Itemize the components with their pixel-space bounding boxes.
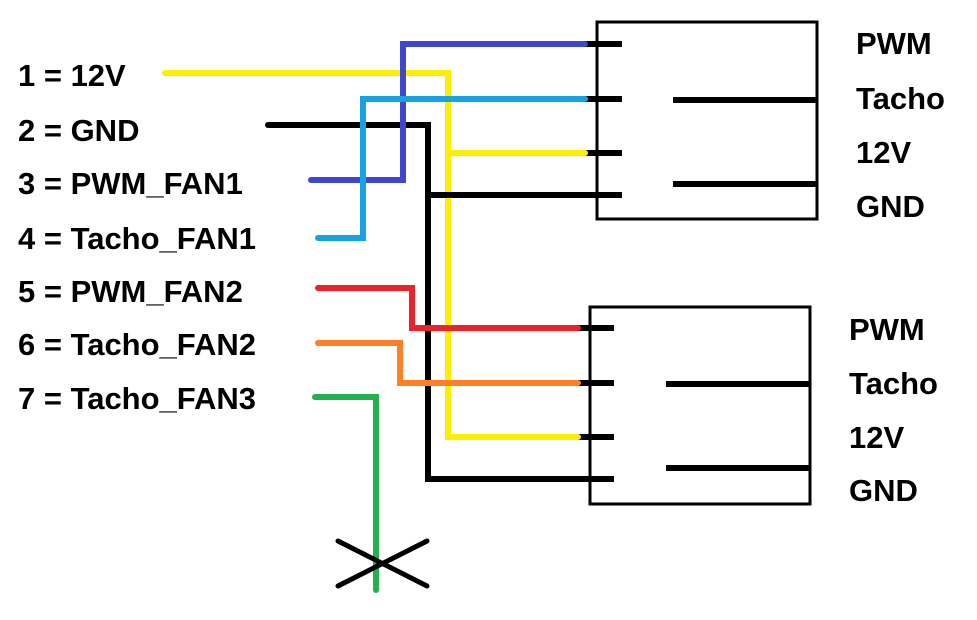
pin-label-1: 1 = 12V bbox=[18, 58, 126, 93]
connector-1-label-tacho: Tacho bbox=[856, 81, 945, 116]
connector-1-label-pwm: PWM bbox=[856, 26, 932, 61]
wire-pwm-fan2 bbox=[315, 285, 581, 331]
connector-2-label-gnd: GND bbox=[849, 473, 918, 508]
fan-connector-2-body bbox=[588, 305, 812, 506]
wire-tacho-fan1 bbox=[315, 96, 588, 241]
header-pin-labels: 1 = 12V 2 = GND 3 = PWM_FAN1 4 = Tacho_F… bbox=[18, 58, 256, 416]
wire-tacho-fan2 bbox=[315, 340, 581, 386]
wire-tacho-fan3 bbox=[312, 394, 379, 593]
pin-label-3: 3 = PWM_FAN1 bbox=[18, 166, 243, 201]
connector-2-label-tacho: Tacho bbox=[849, 366, 938, 401]
fan-connector-2-stubs bbox=[578, 325, 810, 482]
connector-2-label-pwm: PWM bbox=[849, 312, 925, 347]
cross-icon bbox=[335, 538, 430, 589]
fan-connector-1-stubs bbox=[585, 41, 817, 198]
wire-12v bbox=[162, 70, 588, 440]
wires bbox=[162, 41, 588, 593]
wire-pwm-fan1 bbox=[308, 41, 588, 183]
pin-label-7: 7 = Tacho_FAN3 bbox=[18, 381, 256, 416]
fan-connector-1-body bbox=[595, 20, 819, 221]
wire-gnd bbox=[265, 122, 588, 482]
connector-1-label-12v: 12V bbox=[856, 135, 911, 170]
pin-label-6: 6 = Tacho_FAN2 bbox=[18, 327, 256, 362]
connector-1-label-gnd: GND bbox=[856, 189, 925, 224]
connector-2-label-12v: 12V bbox=[849, 420, 904, 455]
fan-connector-2-labels: PWM Tacho 12V GND bbox=[849, 312, 938, 508]
fan-connector-1-labels: PWM Tacho 12V GND bbox=[856, 26, 945, 224]
pin-label-2: 2 = GND bbox=[18, 113, 139, 148]
pin-label-5: 5 = PWM_FAN2 bbox=[18, 274, 243, 309]
pin-label-4: 4 = Tacho_FAN1 bbox=[18, 221, 256, 256]
